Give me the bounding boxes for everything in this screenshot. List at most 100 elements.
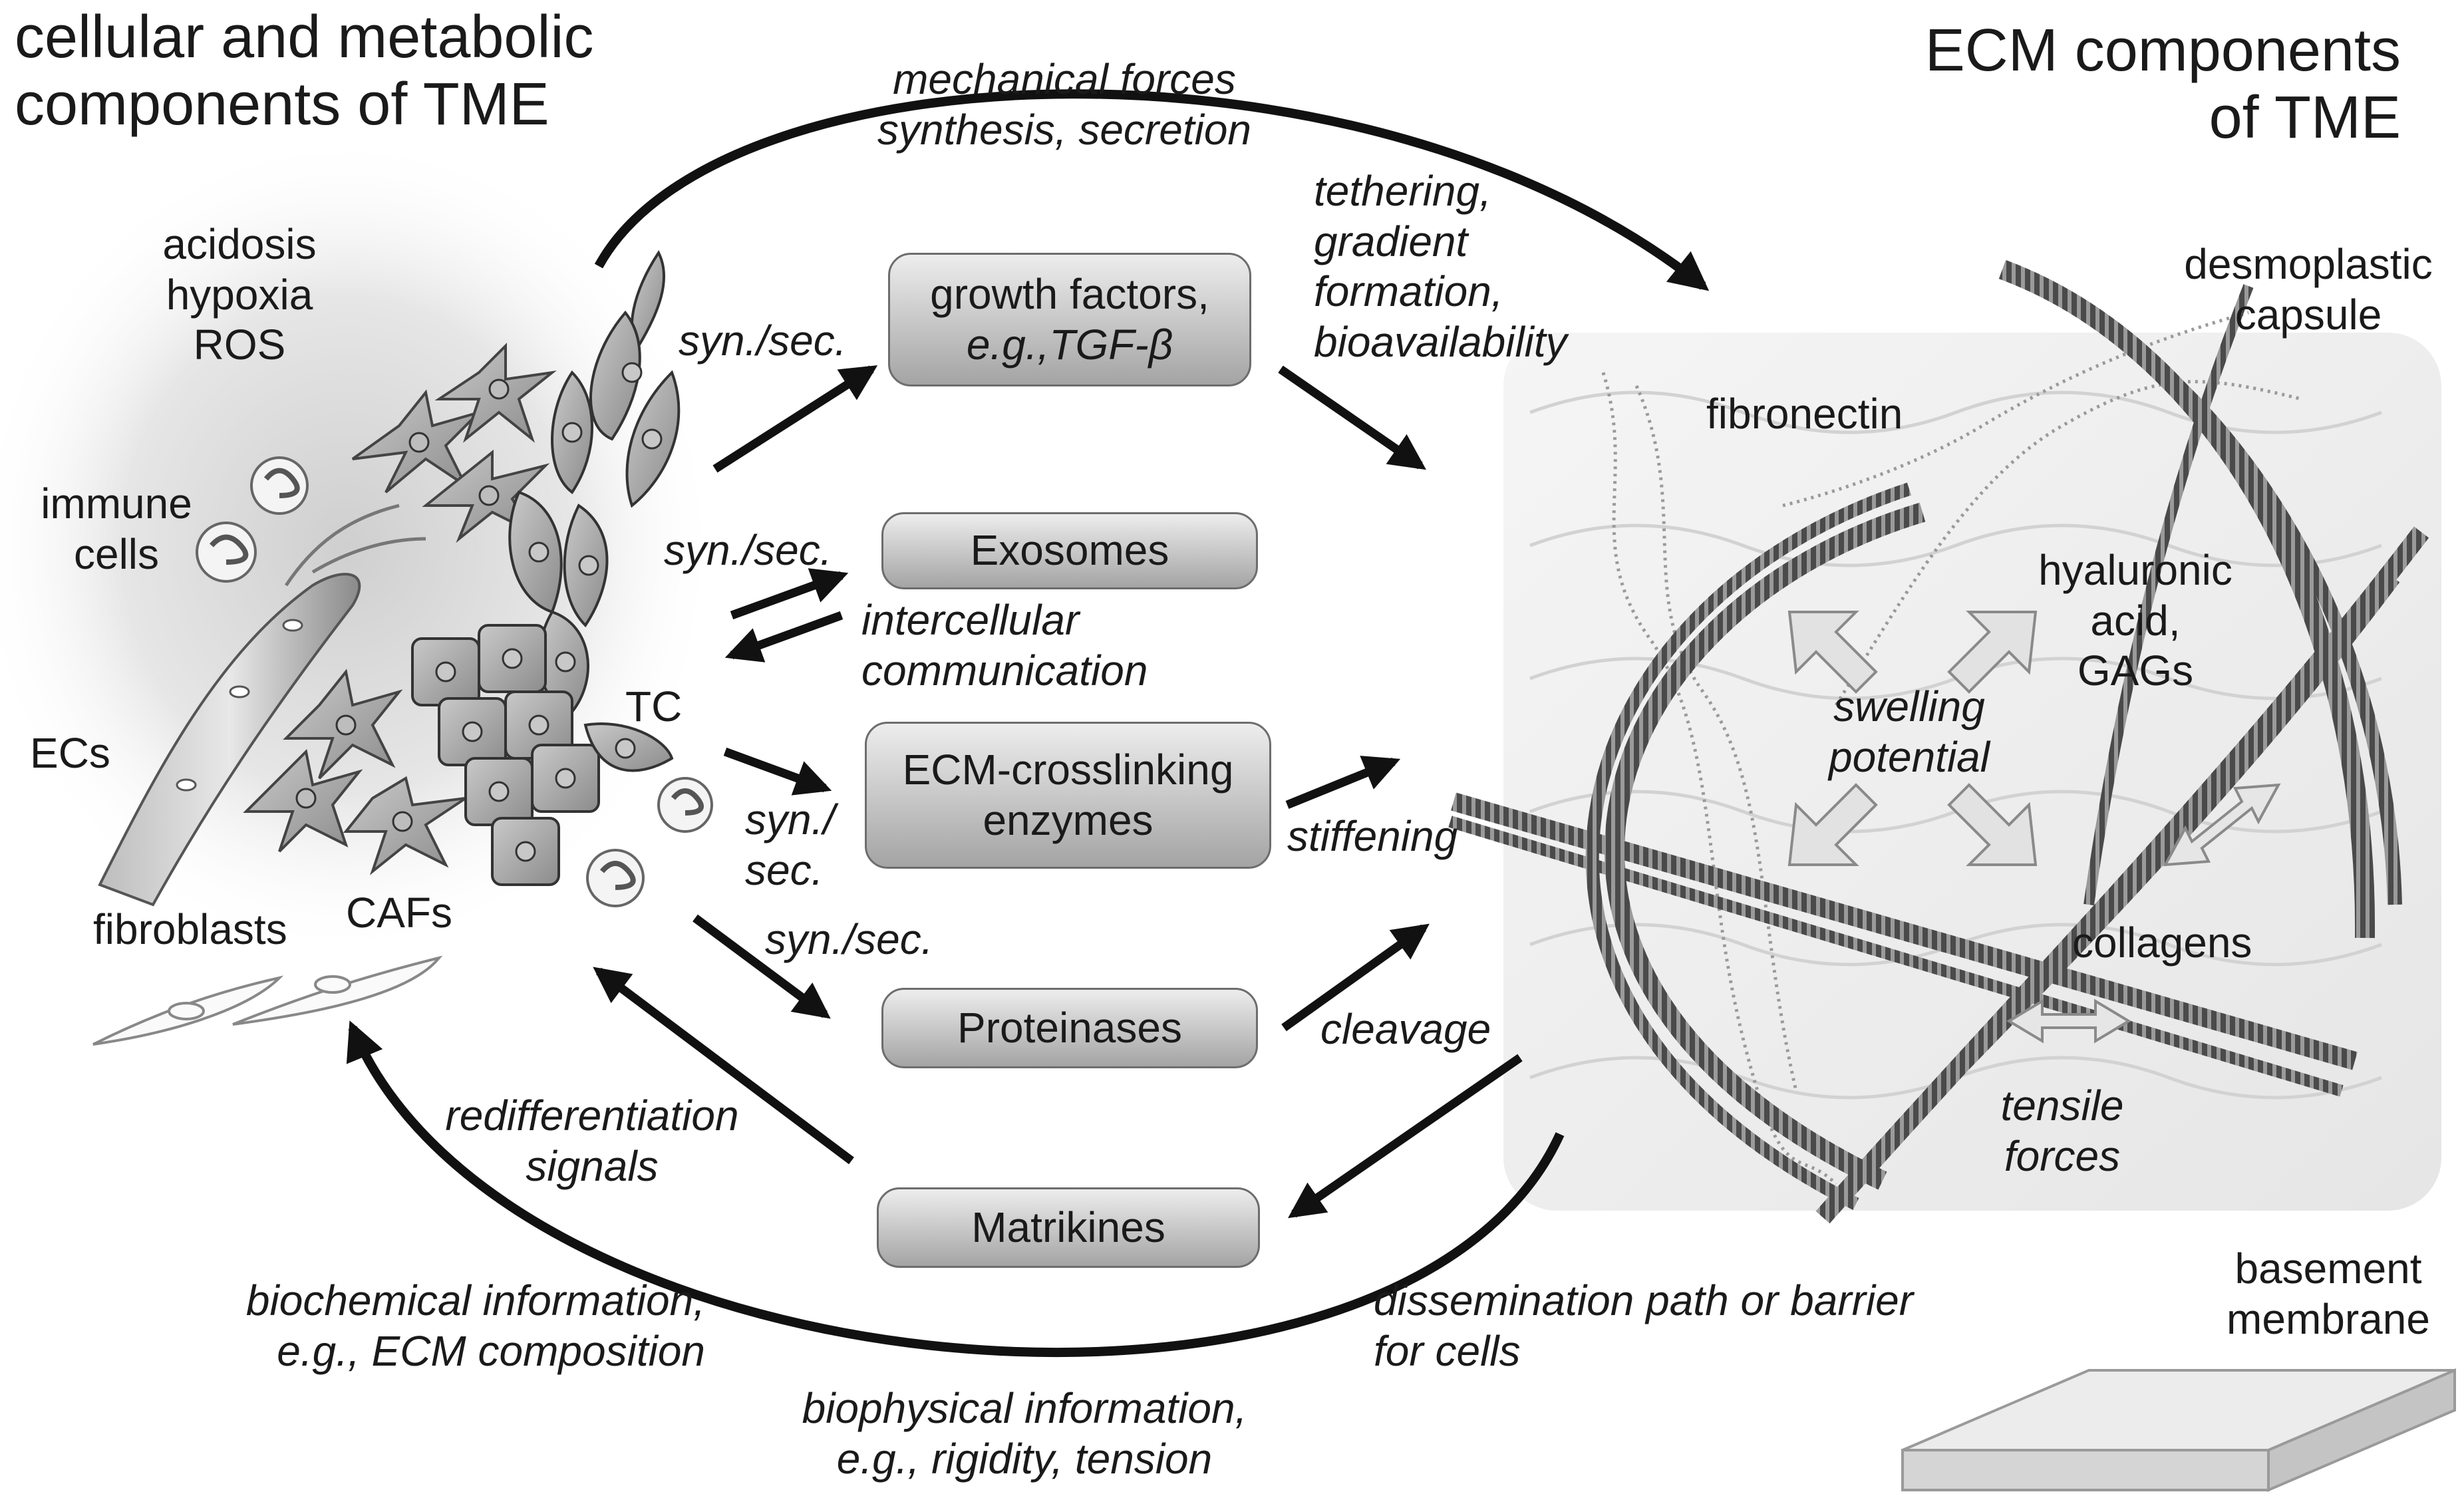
syn-sec-label-3: syn./ sec. — [745, 795, 835, 895]
dissemination-line1: dissemination path or barrier — [1374, 1277, 1914, 1324]
hyaluronic-line1: hyaluronic — [2038, 546, 2233, 594]
top-arc-line1: mechanical forces — [893, 55, 1236, 103]
exosomes-box: Exosomes — [881, 512, 1258, 589]
biophysical-line1: biophysical information, — [802, 1384, 1247, 1432]
intercellular-line2: communication — [861, 646, 1148, 694]
intercellular-label: intercellular communication — [861, 595, 1148, 696]
proteinases-box: Proteinases — [881, 988, 1258, 1068]
intercellular-line1: intercellular — [861, 596, 1080, 644]
tethering-line1: tethering, — [1314, 167, 1491, 215]
immune-nuclei — [209, 468, 704, 890]
fibronectin-label: fibronectin — [1706, 390, 1903, 438]
cleavage-label: cleavage — [1320, 1005, 1491, 1053]
tethering-line4: bioavailability — [1314, 317, 1567, 366]
redifferentiation-label: redifferentiation signals — [419, 1091, 765, 1191]
dissemination-label: dissemination path or barrier for cells — [1374, 1276, 1913, 1376]
ecm-background — [1503, 333, 2441, 1211]
fibronectin-strands — [1601, 311, 2302, 1185]
proteinases-label: Proteinases — [957, 1003, 1182, 1052]
syn-sec-3-line1: syn./ — [745, 796, 836, 843]
ecs-label: ECs — [30, 729, 110, 777]
feedback-arcs — [346, 89, 1710, 1358]
growth-factors-line1: growth factors, — [930, 269, 1209, 318]
arrow-to-proteinases — [693, 914, 831, 1019]
heading-cellular-line2: components of TME — [15, 71, 549, 138]
heading-ecm-line2: of TME — [2209, 84, 2401, 151]
endothelial-vessel — [98, 504, 426, 907]
basement-membrane-label: basement membrane — [2202, 1244, 2455, 1344]
stress-ros: ROS — [193, 321, 286, 369]
matrikines-label: Matrikines — [971, 1203, 1165, 1251]
biochemical-line2: e.g., ECM composition — [277, 1326, 705, 1375]
fibroblasts-label: fibroblasts — [93, 905, 287, 953]
heading-cellular-line1: cellular and metabolic — [15, 4, 594, 71]
tethering-line3: formation, — [1314, 267, 1503, 316]
exosomes-label: Exosomes — [970, 526, 1169, 575]
biophysical-label: biophysical information, e.g., rigidity,… — [758, 1384, 1291, 1484]
tc-label: TC — [625, 682, 683, 730]
syn-sec-label-1: syn./sec. — [679, 317, 847, 365]
stiffening-label: stiffening — [1287, 812, 1458, 860]
biochemical-line1: biochemical information, — [245, 1277, 705, 1324]
arrow-from-exosomes — [724, 611, 844, 663]
top-arc-arrow — [594, 89, 1710, 291]
fibroblast-cells — [92, 955, 443, 1046]
syn-sec-label-2: syn./sec. — [664, 526, 832, 574]
swelling-label: swelling potential — [1796, 682, 2022, 782]
immune-line1: immune — [41, 480, 192, 527]
crosslinking-line1: ECM-crosslinking — [902, 745, 1234, 794]
syn-sec-3-line2: sec. — [745, 845, 824, 894]
dissemination-line2: for cells — [1374, 1326, 1521, 1375]
biochemical-label: biochemical information, e.g., ECM compo… — [133, 1276, 705, 1376]
desmoplastic-line1: desmoplastic — [2184, 240, 2433, 288]
tensile-line1: tensile — [2000, 1082, 2124, 1130]
biophysical-line2: e.g., rigidity, tension — [836, 1434, 1213, 1483]
bottom-arc-arrow — [346, 1020, 1565, 1358]
collagen-fibres — [1448, 259, 2429, 1224]
tensile-line2: forces — [2004, 1131, 2121, 1180]
swelling-line1: swelling — [1833, 682, 1985, 730]
immune-line2: cells — [73, 529, 160, 578]
ecm-crosslinking-box: ECM-crosslinking enzymes — [865, 722, 1271, 869]
flow-arrows — [593, 365, 1523, 1219]
top-arc-label: mechanical forces synthesis, secretion — [765, 55, 1364, 155]
desmoplastic-line2: capsule — [2234, 290, 2382, 339]
heading-ecm: ECM components of TME — [1925, 17, 2401, 152]
hyaluronic-label: hyaluronic acid, GAGs — [2022, 545, 2248, 696]
tensile-label: tensile forces — [1962, 1081, 2162, 1181]
immune-cells — [196, 456, 713, 907]
heading-cellular: cellular and metabolic components of TME — [15, 4, 593, 138]
heading-ecm-line1: ECM components — [1925, 17, 2401, 84]
growth-factors-box: growth factors, e.g.,TGF-β — [888, 253, 1251, 386]
swelling-line2: potential — [1829, 732, 1990, 781]
desmoplastic-label: desmoplastic capsule — [2155, 239, 2461, 340]
arrow-ecm-to-matrikines — [1288, 1054, 1523, 1219]
basement-line1: basement — [2234, 1245, 2422, 1292]
arrow-crosslink-to-ecm — [1285, 756, 1401, 810]
collagens-label: collagens — [2072, 919, 2252, 967]
arrow-to-crosslink — [723, 747, 832, 796]
stellate-nuclei — [295, 378, 510, 832]
immune-cells-label: immune cells — [20, 479, 213, 579]
cafs-label: CAFs — [346, 889, 452, 937]
growth-factors-line2: e.g.,TGF-β — [966, 320, 1173, 369]
hyaluronic-line2: acid, — [2090, 596, 2181, 645]
arrow-growth-to-ecm — [1278, 365, 1426, 470]
redifferentiation-line2: signals — [526, 1141, 659, 1190]
syn-sec-label-4: syn./sec. — [765, 915, 933, 963]
top-arc-line2: synthesis, secretion — [877, 105, 1252, 154]
stress-acidosis: acidosis — [162, 220, 317, 268]
hyaluronic-line3: GAGs — [2077, 647, 2194, 695]
arrow-to-exosomes — [730, 568, 849, 620]
redifferentiation-line1: redifferentiation — [445, 1092, 739, 1139]
arrow-to-growth — [712, 365, 878, 473]
matrikines-box: Matrikines — [877, 1187, 1260, 1268]
crosslinking-line2: enzymes — [983, 796, 1154, 844]
swelling-arrows — [1787, 611, 2038, 866]
tumor-nuclei — [435, 362, 663, 862]
basement-membrane-slab — [1901, 1368, 2456, 1493]
tensile-arrows — [2006, 783, 2281, 1044]
arrow-matrikines-to-cells — [593, 967, 854, 1165]
tethering-line2: gradient — [1314, 217, 1468, 265]
